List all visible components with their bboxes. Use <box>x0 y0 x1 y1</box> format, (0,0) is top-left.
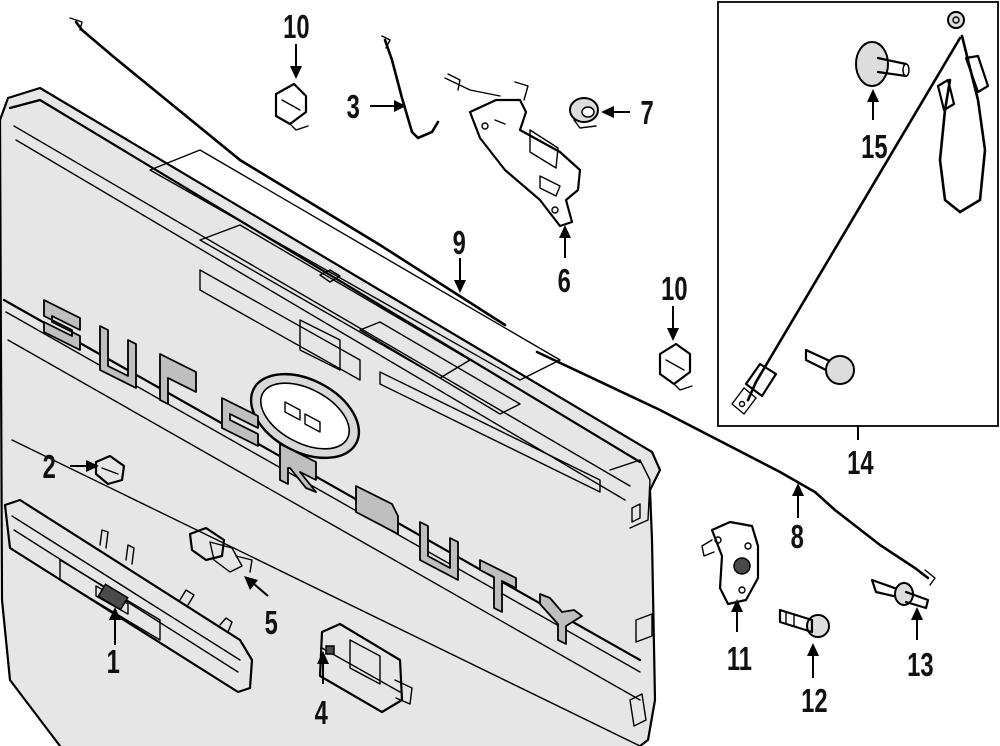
cable-clip-upper <box>274 82 309 131</box>
callout-10-upper: 10 <box>283 9 309 46</box>
tailgate-letter: R <box>279 443 317 493</box>
callout-numbers: 1 2 3 4 5 6 7 8 9 10 10 11 12 13 14 15 <box>43 9 934 732</box>
callout-7: 7 <box>641 95 654 132</box>
handle-assembly <box>3 498 254 694</box>
callout-13: 13 <box>907 647 933 684</box>
callout-4: 4 <box>315 695 328 732</box>
tailgate-letter: Y <box>539 593 583 645</box>
pivot-pin <box>855 41 910 87</box>
callout-2: 2 <box>43 449 56 486</box>
callout-3: 3 <box>347 89 360 126</box>
tailgate-letter: P <box>159 353 197 405</box>
release-cable-left <box>69 17 507 327</box>
tailgate-letter: T <box>479 559 517 613</box>
tailgate-letter: U <box>419 521 459 581</box>
pivot-stud <box>870 578 930 610</box>
callout-1: 1 <box>107 644 120 681</box>
camera-module <box>318 622 413 714</box>
tailgate-letter: D <box>355 485 399 535</box>
callout-11: 11 <box>727 641 752 678</box>
callout-9: 9 <box>453 225 466 262</box>
tailgate-letter: U <box>99 325 137 389</box>
cable-clip-lower <box>658 342 693 391</box>
callout-6: 6 <box>558 263 571 300</box>
callout-10-lower: 10 <box>661 271 687 308</box>
bumper-clip <box>94 454 126 486</box>
tailgate-letter: S <box>43 299 81 351</box>
leader-lines <box>70 44 923 684</box>
callout-14: 14 <box>847 445 873 482</box>
tailgate-lettering: S U P E R D U T <box>43 299 583 645</box>
callout-15: 15 <box>861 129 887 166</box>
callout-12: 12 <box>801 683 827 720</box>
latch-bracket <box>444 73 582 228</box>
callout-8: 8 <box>791 519 804 556</box>
sensor-connector <box>188 526 253 573</box>
release-cable-right <box>535 350 936 586</box>
grommet <box>569 97 599 129</box>
tailgate-letter: E <box>221 397 259 447</box>
tailgate-latch <box>701 520 760 606</box>
support-cable <box>731 11 990 415</box>
callout-5: 5 <box>265 605 278 642</box>
inset-bolt <box>804 348 855 385</box>
latch-rod <box>381 35 440 140</box>
ford-oval-emblem <box>249 372 361 460</box>
striker-bolt <box>778 608 830 638</box>
